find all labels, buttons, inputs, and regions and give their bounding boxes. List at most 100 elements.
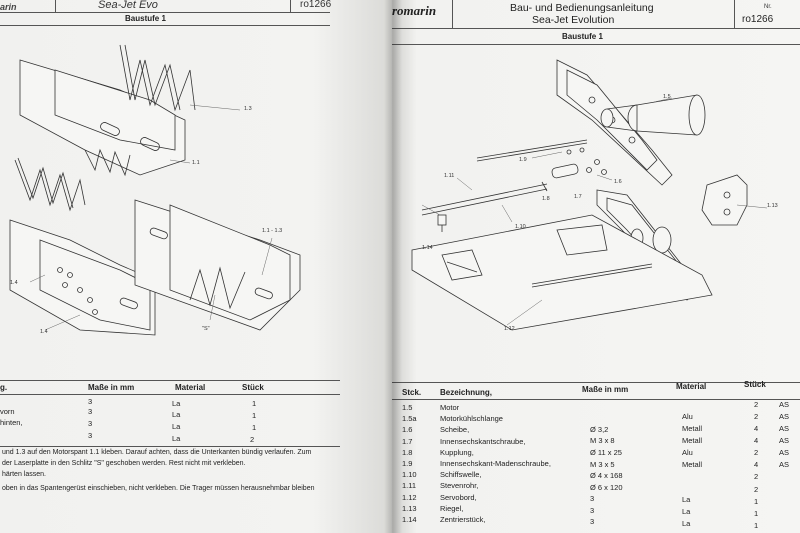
left-logo-fragment: arin [0,2,17,12]
right-shaft-1-10 [476,139,588,162]
left-instruction-line-1: und 1.3 auf den Motorspant 1.1 kleben. D… [2,449,312,456]
table-cell-qty: 1 [754,496,759,506]
right-table-header-no: Stck. [402,388,422,397]
right-label-1-9: 1.9 [519,157,527,163]
table-cell-no: 1.11 [402,481,417,491]
table-cell-qty: 4 [754,436,759,446]
table-cell-qty: 2 [754,399,759,409]
table-cell-no: 1.13 [402,503,417,513]
right-coupling-1-8 [551,163,579,179]
right-label-1-5: 1.5 [663,94,671,100]
right-table-header-qty: Stück [744,380,766,389]
left-part-1-3 [119,44,196,112]
left-table-header-name: g. [0,383,8,392]
table-cell-name: Stevenrohr, [440,481,479,491]
right-label-1-7: 1.7 [574,194,582,200]
right-label-1-12: 1.12 [504,326,515,332]
table-cell-material: La [682,495,691,504]
right-label-1-14: 1.14 [422,245,433,251]
left-stage-title: Baustufe 1 [125,14,166,23]
table-cell-no: 1.14 [402,515,417,524]
table-cell-size: M 3 x 5 [590,459,615,469]
left-label-1-4-b: 1.4 [40,329,48,335]
table-cell-qty: 4 [754,460,759,470]
left-page: arin Sea-Jet Evo ro1266 Baustufe 1 [0,0,392,533]
table-cell-name: Kupplung, [440,447,474,457]
table-cell-qty: 2 [754,484,759,494]
right-label-1-11: 1.11 [444,173,455,179]
left-assembly-drawing [9,44,301,336]
right-assembly-drawing [411,59,768,331]
table-cell-no: 1.6 [402,425,413,435]
table-cell-name: Riegel, [440,503,464,513]
table-cell-name: Motorkühlschlange [440,414,503,424]
table-cell-qty: 1 [754,508,759,518]
table-cell-extra: AS [779,423,790,433]
right-table-header-size: Maße in mm [582,385,629,394]
left-table-header-qty: Stück [242,383,264,392]
right-small-parts [566,147,607,175]
right-label-1-13: 1.13 [767,203,778,209]
table-cell-size: 3 [590,505,595,515]
table-cell-name: Schiffswelle, [440,470,482,480]
table-cell-no: 1.5a [402,414,417,424]
table-cell-material: Metall [682,459,703,469]
right-header-title-line2: Sea-Jet Evolution [532,14,615,26]
right-header-nr-label: Nr. [764,4,772,10]
table-cell-qty: 2 [754,472,759,482]
table-cell-qty: 2 [754,411,759,421]
right-header-code: ro1266 [742,14,774,25]
table-cell-no: 1.10 [402,470,417,480]
left-instruction-line-2: der Laserplatte in den Schlitz "S" gesch… [2,460,246,467]
table-cell-size: 3 [590,517,595,527]
table-cell-material: La [682,506,691,516]
table-cell-material: Metall [682,424,703,434]
table-cell-no: 1.8 [402,447,413,457]
right-motor-1-5 [600,94,706,136]
right-table-header-name: Bezeichnung, [440,388,493,397]
left-part-1-1-lower [14,157,86,212]
table-cell-qty: 4 [754,424,759,433]
right-servo-board-1-12 [411,214,713,331]
table-cell-name: Zentrierstück, [440,515,486,524]
table-cell-extra: AS [779,435,790,445]
table-cell-size: Ø 6 x 120 [590,482,623,492]
book-gutter [384,0,402,533]
right-stage-title: Baustufe 1 [562,32,603,41]
table-cell-qty: 1 [754,520,759,530]
left-table-header-size: Maße in mm [88,383,135,392]
right-label-1-10: 1.10 [515,224,526,230]
right-tube-1-11 [421,181,548,216]
left-header-title: Sea-Jet Evo [98,0,158,11]
left-part-1-4 [9,219,156,336]
left-table-header-material: Material [175,383,206,392]
left-label-1-1-1-3: 1.1 - 1.3 [262,228,283,234]
left-label-slot-s: "S" [202,326,210,332]
right-centering-piece-1-14 [437,214,447,232]
table-cell-name: Innensechskantschraube, [440,436,526,446]
left-header-code: ro1266 [300,0,332,10]
table-cell-name: Innensechskant-Madenschraube, [440,459,551,468]
left-label-1-1: 1.1 [192,160,200,166]
right-page: romarin Bau- und Bedienungsanleitung Sea… [392,0,800,533]
table-cell-extra: AS [779,411,790,421]
right-header-title-line1: Bau- und Bedienungsanleitung [510,2,654,14]
table-cell-size: Ø 3,2 [590,424,609,434]
right-shaft-lower [531,263,653,288]
left-frame-part-1-1 [19,59,186,177]
right-label-1-8: 1.8 [542,196,550,202]
table-cell-no: 1.9 [402,459,413,468]
table-cell-size: Ø 11 x 25 [590,448,622,457]
table-cell-extra: AS [779,460,790,470]
table-cell-extra: AS [779,448,790,457]
table-cell-no: 1.5 [402,403,413,412]
table-cell-name: Scheibe, [440,425,470,435]
table-cell-extra: AS [779,399,790,409]
table-cell-name: Motor [440,403,460,412]
right-label-1-6: 1.6 [614,179,622,185]
left-instruction-line-4: oben in das Spantengerüst einschieben, n… [2,485,315,492]
right-latch-1-13 [701,174,748,226]
table-cell-size: M 3 x 8 [590,436,615,446]
table-cell-material: Metall [682,436,703,445]
table-cell-material: Alu [682,412,693,422]
